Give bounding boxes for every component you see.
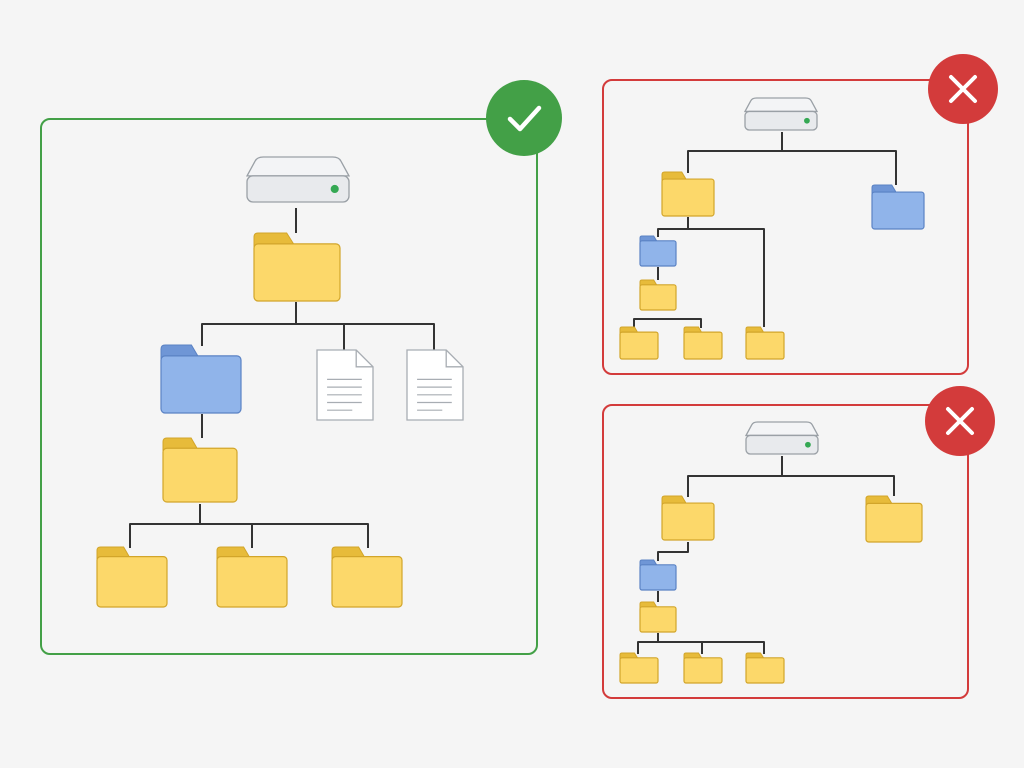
document-icon xyxy=(316,349,374,421)
folder-blue-icon xyxy=(639,559,677,591)
folder-icon xyxy=(639,601,677,633)
drive-icon xyxy=(743,97,819,131)
folder-icon xyxy=(639,279,677,311)
folder-icon xyxy=(745,326,785,360)
incorrect-structure-panel-2 xyxy=(602,404,969,699)
incorrect-structure-panel-1 xyxy=(602,79,969,375)
cross-icon xyxy=(949,75,977,103)
folder-icon xyxy=(661,495,715,541)
folder-icon xyxy=(745,652,785,684)
correct-structure-panel xyxy=(40,118,538,655)
folder-icon xyxy=(619,326,659,360)
connector-line xyxy=(687,475,895,497)
drive-icon xyxy=(744,421,820,455)
checkmark-icon xyxy=(507,105,542,132)
connector-line xyxy=(657,228,765,327)
incorrect-badge-2 xyxy=(925,386,995,456)
folder-blue-icon xyxy=(639,235,677,267)
incorrect-badge-1 xyxy=(928,54,998,124)
document-icon xyxy=(406,349,464,421)
folder-icon xyxy=(683,326,723,360)
incorrect-tree-diagram-1 xyxy=(619,97,925,360)
folder-icon xyxy=(331,546,403,608)
folder-icon xyxy=(253,232,341,302)
correct-tree-diagram xyxy=(96,156,464,608)
drive-icon xyxy=(245,156,351,203)
connector-line xyxy=(129,523,369,548)
incorrect-tree-diagram-2 xyxy=(619,421,923,684)
cross-icon xyxy=(946,407,974,435)
folder-icon xyxy=(216,546,288,608)
folder-icon xyxy=(865,495,923,543)
connector-line xyxy=(657,542,689,561)
folder-icon xyxy=(619,652,659,684)
folder-icon xyxy=(661,171,715,217)
folder-icon xyxy=(683,652,723,684)
folder-icon xyxy=(162,437,238,503)
correct-badge xyxy=(486,80,562,156)
connector-line xyxy=(201,323,435,350)
connector-line xyxy=(687,150,897,185)
connector-line xyxy=(633,318,702,328)
folder-blue-icon xyxy=(160,344,242,414)
folder-blue-icon xyxy=(871,184,925,230)
folder-icon xyxy=(96,546,168,608)
